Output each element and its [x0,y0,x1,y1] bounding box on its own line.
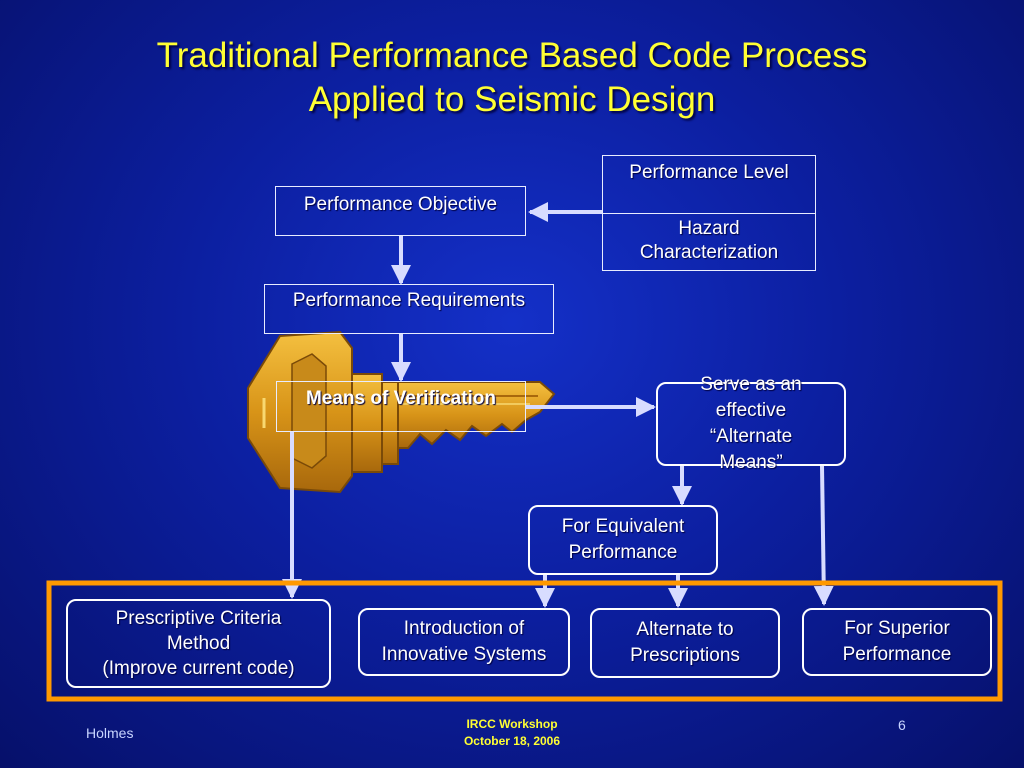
alternate-prescriptions-label: Alternate to Prescriptions [630,619,740,666]
performance-level-label: Performance Level [603,156,815,214]
prescriptive-criteria-box: Prescriptive Criteria Method (Improve cu… [66,599,331,688]
title-line-2: Applied to Seismic Design [308,80,716,119]
footer-author: Holmes [86,725,134,741]
highlight-frame [46,580,1003,702]
footer-event-name: IRCC Workshop [466,717,558,731]
alternate-means-label: Serve as an effective “Alternate Means” [700,374,802,473]
key-icon [247,330,556,494]
innovative-systems-box: Introduction of Innovative Systems [358,608,570,676]
means-of-verification-box: Means of Verification [276,381,526,432]
performance-objective-label: Performance Objective [303,194,498,215]
footer-event-date: October 18, 2006 [463,734,561,748]
performance-requirements-label: Performance Requirements [292,290,526,311]
prescriptive-improve-label: (Improve current code) [102,658,295,679]
equivalent-performance-box: For Equivalent Performance [528,505,718,575]
slide-title: Traditional Performance Based Code Proce… [0,34,1024,122]
performance-objective-box: Performance Objective [275,186,526,236]
footer-event: IRCC Workshop October 18, 2006 [420,716,604,750]
performance-requirements-box: Performance Requirements [264,284,554,334]
prescriptive-criteria-label: Prescriptive Criteria Method [115,608,282,654]
alternate-means-box: Serve as an effective “Alternate Means” [656,374,846,473]
footer-page-number: 6 [898,717,906,733]
performance-level-box: Performance Level Hazard Characterizatio… [602,155,816,271]
hazard-characterization-label: Hazard Characterization [639,218,779,263]
superior-performance-box: For Superior Performance [802,608,992,676]
alternate-prescriptions-box: Alternate to Prescriptions [590,608,780,678]
equivalent-performance-label: For Equivalent Performance [561,516,685,563]
means-of-verification-label: Means of Verification [305,388,497,409]
title-line-1: Traditional Performance Based Code Proce… [156,36,868,75]
innovative-systems-label: Introduction of Innovative Systems [381,618,547,665]
superior-performance-label: For Superior Performance [842,618,952,665]
